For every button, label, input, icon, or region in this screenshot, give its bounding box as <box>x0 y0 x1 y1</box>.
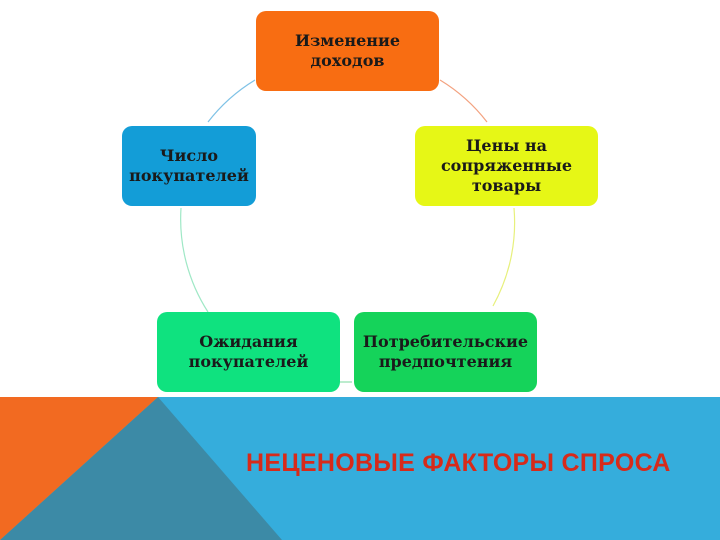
footer-orange-triangle <box>0 397 158 540</box>
slide-title: НЕЦЕНОВЫЕ ФАКТОРЫ СПРОСА <box>246 449 671 477</box>
node-income-change: Изменение доходов <box>256 11 439 91</box>
node-related-goods-prices: Цены на сопряженные товары <box>415 126 598 206</box>
connector-prices-to-preferences <box>492 207 516 307</box>
node-number-of-buyers: Число покупателей <box>122 126 256 206</box>
connector-buyers-to-income <box>207 79 256 123</box>
footer-slate-triangle <box>0 397 282 540</box>
node-consumer-preferences: Потребительские предпочтения <box>354 312 537 392</box>
node-buyer-expectations: Ожидания покупателей <box>157 312 340 392</box>
connector-income-to-prices <box>439 79 488 123</box>
connector-expectations-to-buyers <box>180 207 209 313</box>
